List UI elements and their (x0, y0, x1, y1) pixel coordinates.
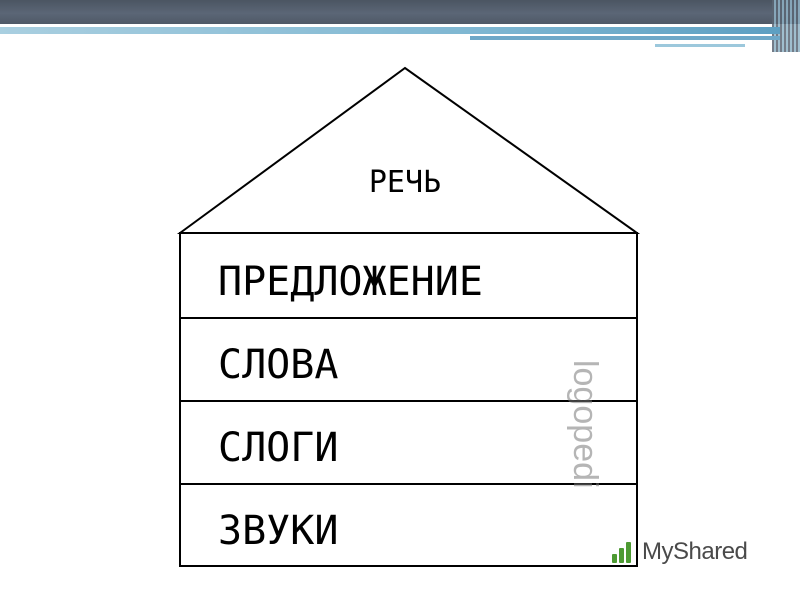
floor-label-words: СЛОВА (218, 342, 338, 388)
house-body (179, 232, 638, 567)
roof-label: РЕЧЬ (369, 165, 441, 200)
bar-chart-icon (612, 541, 636, 563)
watermark-vertical-text: logopedi (566, 360, 604, 489)
header-accent-line (0, 27, 780, 34)
floor-label-sounds: ЗВУКИ (218, 508, 338, 554)
floor-label-sentence: ПРЕДЛОЖЕНИЕ (218, 259, 483, 305)
myshared-watermark: MyShared (612, 538, 748, 566)
header-corner-stripes (772, 0, 800, 52)
header-accent-line-short (470, 36, 780, 40)
brand-text: MyShared (642, 538, 748, 565)
header-bar (0, 0, 800, 24)
house-roof (176, 66, 641, 234)
floor-label-syllables: СЛОГИ (218, 425, 338, 471)
header-accent-line-small (655, 44, 745, 47)
